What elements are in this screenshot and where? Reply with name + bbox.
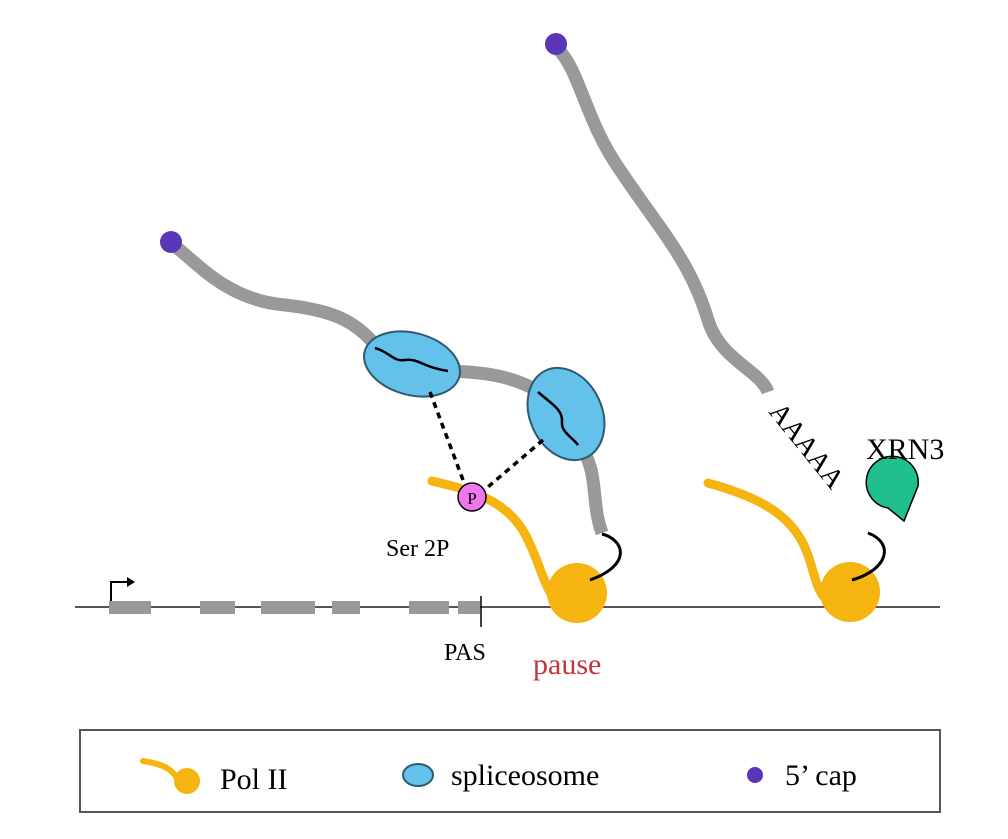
polya-label: AAAAA <box>763 397 851 496</box>
pol2-icon <box>140 758 200 794</box>
exon <box>409 601 449 614</box>
exon <box>200 601 235 614</box>
interaction-line <box>428 391 468 489</box>
exon <box>332 601 360 614</box>
spliceosome-icon <box>362 330 462 398</box>
exon <box>261 601 315 614</box>
gene-exons <box>109 601 480 614</box>
legend-pol2-label: Pol II <box>220 763 288 796</box>
exon <box>458 601 480 614</box>
legend-cap-label: 5’ cap <box>785 759 857 792</box>
cap-icon <box>747 767 763 783</box>
pas-label: PAS <box>444 640 486 666</box>
ser2p-label: Ser 2P <box>386 536 449 562</box>
tss-arrow-icon <box>110 577 135 607</box>
spliceosome-icon <box>526 366 606 462</box>
pol2-icon <box>703 478 880 622</box>
interaction-line <box>480 438 545 494</box>
cap-icon <box>545 33 567 55</box>
xrn3-icon <box>865 455 920 523</box>
cap-icon <box>160 231 182 253</box>
right-transcript <box>552 43 775 395</box>
legend: Pol II spliceosome 5’ cap <box>79 729 941 813</box>
pause-label: pause <box>533 648 601 681</box>
nascent-rna <box>589 532 622 582</box>
phospho-icon <box>457 482 487 512</box>
exon <box>109 601 151 614</box>
legend-spliceosome-label: spliceosome <box>451 759 599 792</box>
nascent-rna <box>851 531 886 582</box>
phospho-label: P <box>467 489 476 508</box>
xrn3-label: XRN3 <box>866 433 944 466</box>
spliceosome-icon <box>402 763 434 787</box>
legend-box <box>79 729 941 813</box>
